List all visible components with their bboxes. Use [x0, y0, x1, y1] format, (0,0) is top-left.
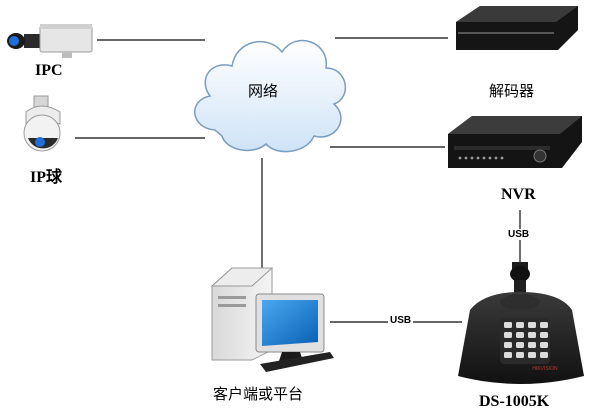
ip-dome-label: IP球 — [30, 169, 63, 186]
ip-dome-icon — [23, 95, 61, 152]
nvr-label: NVR — [501, 186, 536, 203]
client-label: 客户端或平台 — [213, 385, 304, 403]
ipc-camera-icon — [7, 24, 93, 58]
keyboard-label: DS-1005K — [479, 393, 550, 410]
decoder-label: 解码器 — [489, 82, 535, 100]
usb-horizontal-label: USB — [388, 315, 414, 326]
usb-vertical-label: USB — [506, 229, 532, 240]
decoder-icon — [456, 6, 578, 50]
ipc-label: IPC — [35, 62, 63, 79]
nvr-icon — [448, 116, 582, 168]
client-pc-icon — [210, 267, 334, 372]
ds-1005k-keyboard-icon: HIKVISION — [458, 262, 584, 384]
network-label: 网络 — [248, 82, 279, 100]
cloud-icon — [194, 39, 347, 153]
keyboard-brand-logo: HIKVISION — [532, 366, 558, 372]
